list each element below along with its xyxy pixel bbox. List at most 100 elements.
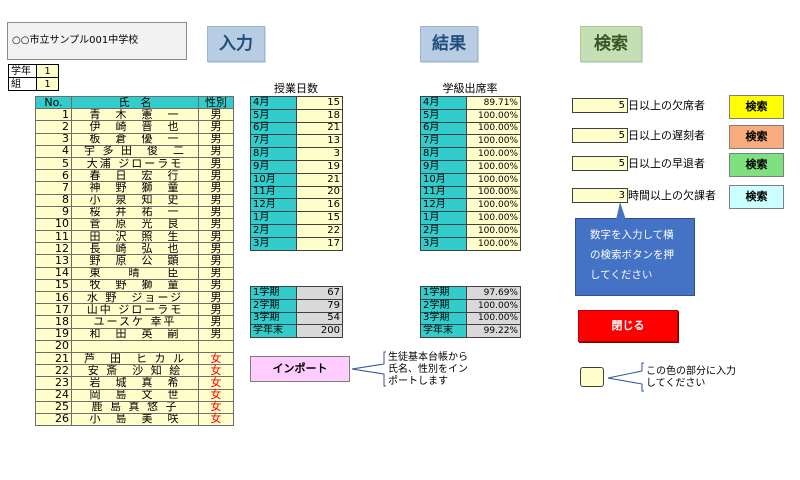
student-name[interactable]: 宇 多 田 俊 二 bbox=[71, 144, 199, 158]
lesson-days-term-period: 2学期 bbox=[250, 298, 297, 313]
student-name[interactable]: 岩 城 真 希 bbox=[71, 376, 199, 390]
attendance-rate-period: 1月 bbox=[420, 211, 467, 225]
student-sex[interactable]: 女 bbox=[198, 400, 234, 414]
search-button-2[interactable]: 検索 bbox=[729, 125, 784, 149]
student-sex[interactable]: 男 bbox=[198, 327, 234, 341]
student-name[interactable]: 菅 原 光 良 bbox=[71, 217, 199, 232]
student-sex[interactable]: 男 bbox=[198, 169, 234, 183]
close-button[interactable]: 閉じる bbox=[578, 310, 678, 342]
student-name[interactable]: 岡 島 文 世 bbox=[71, 388, 199, 402]
student-name[interactable]: 大浦 ジローラモ bbox=[71, 156, 199, 171]
student-name[interactable]: 安 斎 沙 知 絵 bbox=[71, 364, 199, 378]
student-no: 15 bbox=[35, 278, 72, 293]
callout-line-2: の検索ボタンを押 bbox=[590, 249, 674, 261]
student-name[interactable]: 鹿 島 真 悠 子 bbox=[71, 400, 199, 414]
grade-input[interactable]: 1 bbox=[36, 64, 59, 78]
student-sex[interactable]: 男 bbox=[198, 290, 234, 305]
student-sex[interactable]: 男 bbox=[198, 303, 234, 317]
import-note: 生徒基本台帳から 氏名、性別をイン ポートします bbox=[388, 352, 498, 388]
student-sex[interactable]: 男 bbox=[198, 230, 234, 244]
student-name[interactable]: 板 倉 優 一 bbox=[71, 132, 199, 146]
student-name[interactable]: 山中 ジローラモ bbox=[71, 303, 199, 317]
student-name[interactable]: 小 島 美 咲 bbox=[71, 412, 199, 427]
student-name[interactable]: 小 泉 知 史 bbox=[71, 193, 199, 207]
lesson-days-value[interactable]: 20 bbox=[296, 185, 343, 200]
lesson-days-value[interactable]: 17 bbox=[296, 236, 343, 251]
lesson-days-value[interactable]: 3 bbox=[296, 147, 343, 161]
lesson-days-value[interactable]: 18 bbox=[296, 108, 343, 123]
attendance-rate-value: 89.71% bbox=[466, 96, 521, 110]
search-button-3[interactable]: 検索 bbox=[729, 153, 784, 177]
student-sex[interactable]: 女 bbox=[198, 364, 234, 378]
search-header-button[interactable]: 検索 bbox=[580, 26, 642, 62]
lesson-days-value[interactable]: 16 bbox=[296, 198, 343, 213]
student-name[interactable]: 東 晴 臣 bbox=[71, 266, 199, 280]
student-sex[interactable] bbox=[198, 339, 234, 353]
search-threshold-input[interactable]: 5 bbox=[572, 128, 628, 143]
student-no: 21 bbox=[35, 351, 72, 366]
attendance-rate-title: 学級出席率 bbox=[442, 82, 498, 95]
student-name[interactable]: 春 日 宏 行 bbox=[71, 169, 199, 183]
student-name[interactable]: 青 木 憲 一 bbox=[71, 108, 199, 122]
import-note-line-3: ポートします bbox=[388, 376, 448, 387]
student-name[interactable]: 野 原 公 顕 bbox=[71, 254, 199, 268]
search-button-1[interactable]: 検索 bbox=[729, 95, 784, 119]
student-sex[interactable]: 男 bbox=[198, 120, 234, 134]
lesson-days-value[interactable]: 15 bbox=[296, 211, 343, 225]
lesson-days-value[interactable]: 22 bbox=[296, 223, 343, 238]
lesson-days-value[interactable]: 21 bbox=[296, 121, 343, 136]
attendance-rate-period: 6月 bbox=[420, 121, 467, 136]
student-name[interactable]: 伊 崎 晋 也 bbox=[71, 120, 199, 134]
student-sex[interactable]: 女 bbox=[198, 351, 234, 366]
search-button-4[interactable]: 検索 bbox=[729, 185, 784, 209]
lesson-days-value[interactable]: 15 bbox=[296, 96, 343, 110]
student-name[interactable]: 和 田 英 嗣 bbox=[71, 327, 199, 341]
student-name[interactable]: 水 野 ジョージ bbox=[71, 290, 199, 305]
search-criteria-label: 日以上の欠席者 bbox=[628, 99, 705, 112]
student-name[interactable]: 桜 井 祐 一 bbox=[71, 205, 199, 219]
lesson-days-value[interactable]: 21 bbox=[296, 172, 343, 187]
search-threshold-input[interactable]: 3 bbox=[572, 188, 628, 203]
student-name[interactable]: 田 沢 照 生 bbox=[71, 230, 199, 244]
attendance-rate-value: 100.00% bbox=[466, 185, 521, 200]
student-sex[interactable]: 男 bbox=[198, 156, 234, 171]
lesson-days-value[interactable]: 19 bbox=[296, 159, 343, 174]
student-sex[interactable]: 女 bbox=[198, 412, 234, 427]
import-button[interactable]: インポート bbox=[250, 356, 350, 382]
student-name[interactable]: 牧 野 獅 童 bbox=[71, 278, 199, 293]
student-name[interactable]: ユースケ 幸平 bbox=[71, 315, 199, 329]
student-sex[interactable]: 男 bbox=[198, 217, 234, 232]
student-name[interactable]: 長 崎 弘 也 bbox=[71, 242, 199, 256]
result-button[interactable]: 結果 bbox=[420, 26, 478, 62]
student-name[interactable]: 芦 田 ヒ カ ル bbox=[71, 351, 199, 366]
student-no: 4 bbox=[35, 144, 72, 158]
student-sex[interactable]: 男 bbox=[198, 254, 234, 268]
attendance-rate-period: 10月 bbox=[420, 172, 467, 187]
student-sex[interactable]: 男 bbox=[198, 242, 234, 256]
student-name[interactable]: 神 野 獅 童 bbox=[71, 181, 199, 195]
search-threshold-input[interactable]: 5 bbox=[572, 98, 628, 113]
student-sex[interactable]: 男 bbox=[198, 132, 234, 146]
input-button[interactable]: 入力 bbox=[207, 26, 265, 62]
class-input[interactable]: 1 bbox=[36, 77, 59, 91]
callout-line-3: してください bbox=[590, 269, 653, 281]
student-sex[interactable]: 男 bbox=[198, 144, 234, 158]
student-sex[interactable]: 男 bbox=[198, 278, 234, 293]
lesson-days-value[interactable]: 13 bbox=[296, 134, 343, 149]
student-sex[interactable]: 女 bbox=[198, 388, 234, 402]
attendance-rate-term-period: 1学期 bbox=[420, 286, 467, 300]
search-threshold-input[interactable]: 5 bbox=[572, 156, 628, 171]
student-name[interactable] bbox=[71, 339, 199, 353]
